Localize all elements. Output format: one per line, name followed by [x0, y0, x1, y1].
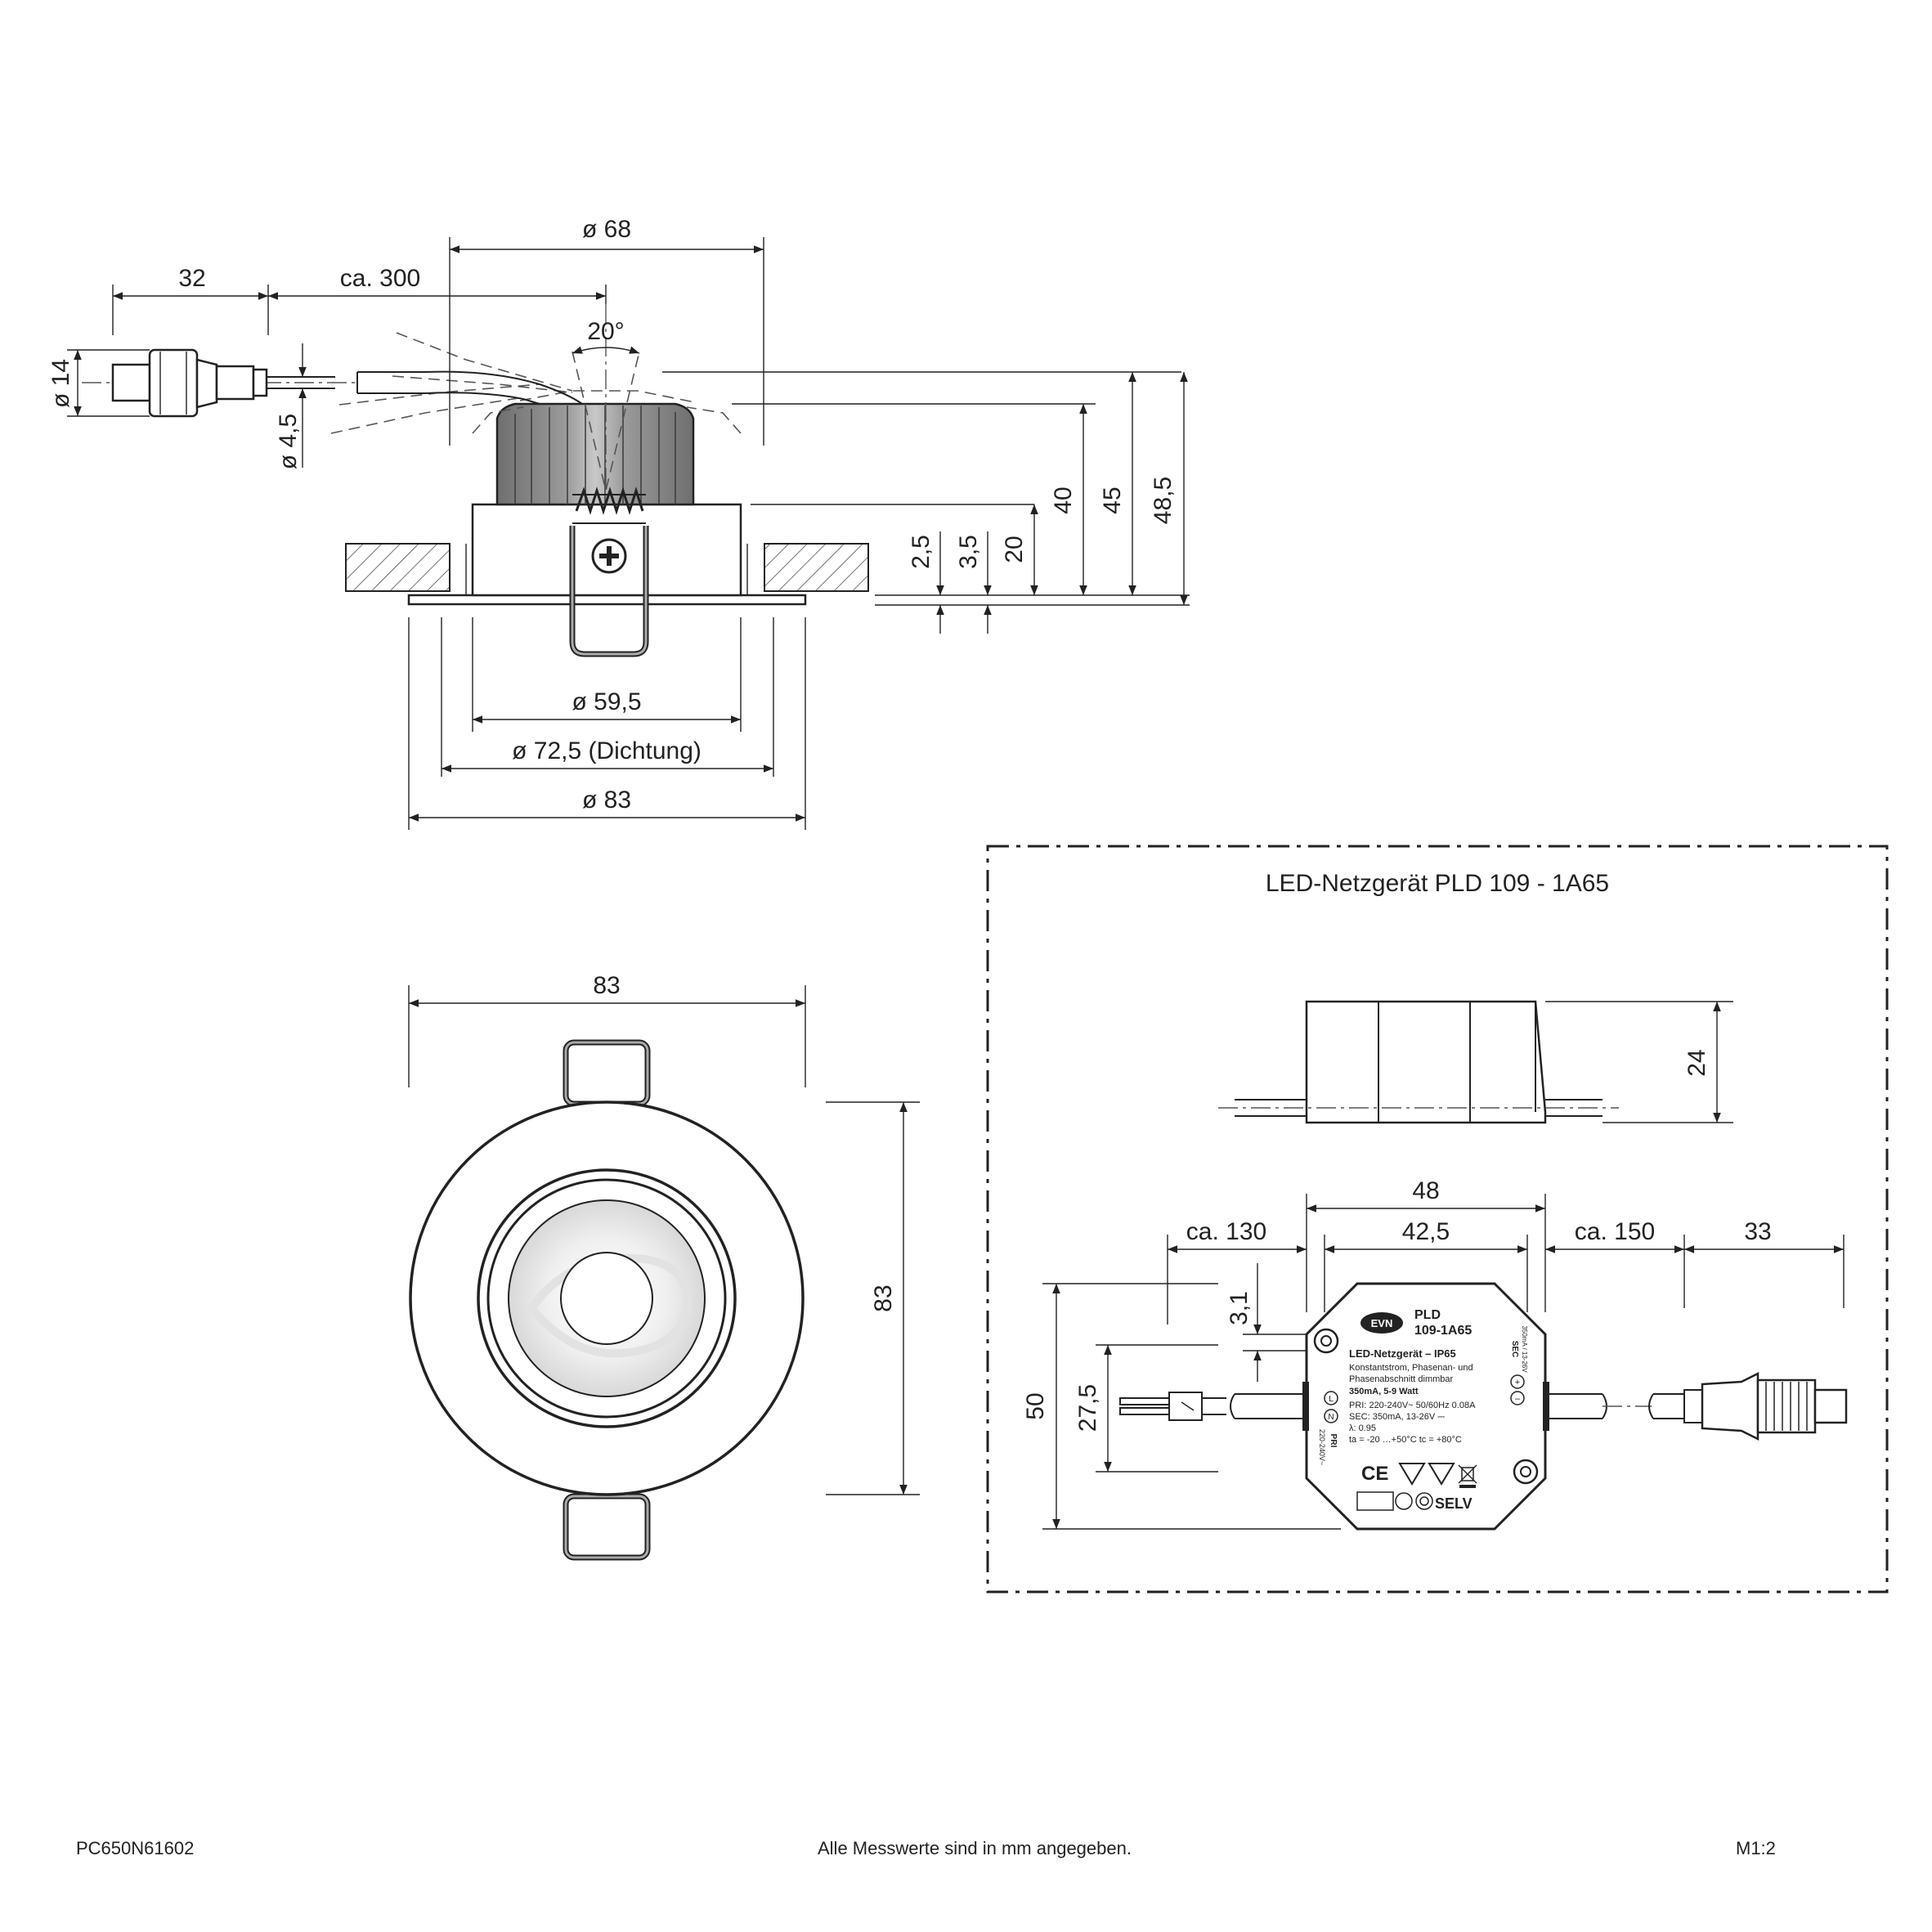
lens-center: [560, 1252, 653, 1345]
dim-driver-ca-150: ca. 150: [1575, 1218, 1655, 1245]
dim-driver-h-3-1: 3,1: [1226, 1291, 1253, 1325]
terminal-l-icon: [1324, 1391, 1338, 1405]
weee-bin-icon: [1461, 1467, 1474, 1481]
label-desc-1: Konstantstrom, Phasenan- und: [1349, 1363, 1473, 1373]
dim-h-40: 40: [1050, 486, 1077, 513]
label-pri: PRI: 220-240V~ 50/60Hz 0.08A: [1349, 1401, 1476, 1410]
dim-h-3-5: 3,5: [955, 535, 982, 569]
svg-text:L: L: [1329, 1395, 1334, 1404]
ceiling-left: [345, 543, 451, 592]
dim-driver-w-42-5: 42,5: [1402, 1218, 1450, 1245]
side-view: ø 68 32 ca. 300 20° ø 14 ø 4,5 40 45: [47, 216, 1190, 830]
terminal-plus-icon: [1510, 1374, 1525, 1389]
driver-side-view: 24: [1218, 1000, 1733, 1124]
dim-top-width-83: 83: [593, 972, 620, 999]
label-pri-volt: 220-240V~: [1318, 1429, 1326, 1465]
dim-dia-14: ø 14: [47, 359, 74, 408]
label-temp: ta = -20 …+50°C tc = +80°C: [1349, 1435, 1462, 1445]
selv-mark: SELV: [1435, 1495, 1473, 1512]
flange: [407, 594, 807, 606]
dim-angle-20: 20°: [587, 318, 624, 345]
heatsink: [495, 402, 695, 506]
dim-h-20: 20: [1001, 536, 1028, 563]
footer-scale: M1:2: [1736, 1838, 1776, 1858]
dim-h-2-5: 2,5: [908, 535, 935, 569]
dim-h-48-5: 48,5: [1150, 477, 1177, 524]
svg-text:EVN: EVN: [1371, 1317, 1393, 1329]
dim-driver-len-33: 33: [1744, 1218, 1771, 1245]
driver-panel: LED-Netzgerät PLD 109 - 1A65 24 48: [986, 845, 1889, 1594]
footer-note: Alle Messwerte sind in mm angegeben.: [818, 1838, 1132, 1858]
dim-driver-h-27-5: 27,5: [1074, 1384, 1101, 1432]
ce-mark: CE: [1361, 1463, 1388, 1485]
svg-text:+: +: [1515, 1378, 1520, 1387]
label-lambda: λ: 0.95: [1349, 1423, 1376, 1433]
label-sec-volt: 350mA / 13-26V: [1521, 1325, 1528, 1373]
dim-len-300: ca. 300: [340, 265, 420, 292]
dim-len-32: 32: [178, 265, 205, 292]
label-pri-side: PRI: [1329, 1434, 1338, 1448]
label-sec: SEC: 350mA, 13-26V ⎓: [1349, 1412, 1445, 1422]
dim-driver-h-50: 50: [1022, 1392, 1049, 1419]
terminal-n-icon: [1324, 1409, 1338, 1423]
evn-logo: [1360, 1312, 1403, 1334]
dim-dia-83: ø 83: [582, 787, 631, 814]
dim-driver-ca-130: ca. 130: [1186, 1218, 1266, 1245]
connector-side: [82, 348, 335, 418]
footer-code: PC650N61602: [76, 1838, 195, 1858]
dim-dia-68: ø 68: [582, 216, 631, 243]
ceiling-right: [764, 543, 869, 592]
label-model-2: 109-1A65: [1414, 1324, 1472, 1338]
svg-text:–: –: [1515, 1394, 1521, 1404]
label-name: LED-Netzgerät – IP65: [1349, 1347, 1456, 1360]
dim-dia-72-5: ø 72,5 (Dichtung): [512, 737, 702, 764]
top-clip-lower: [563, 1493, 651, 1561]
dim-dia-4-5: ø 4,5: [275, 414, 302, 469]
driver-title: LED-Netzgerät PLD 109 - 1A65: [1266, 870, 1609, 897]
dim-driver-h-24: 24: [1683, 1049, 1710, 1076]
top-clip-upper: [563, 1039, 651, 1107]
top-view: 83 83: [408, 972, 920, 1561]
thermal-icon: [1415, 1492, 1433, 1510]
label-desc-2: Phasenabschnitt dimmbar: [1349, 1374, 1454, 1384]
dim-top-height-83: 83: [870, 1284, 897, 1311]
svg-text:N: N: [1328, 1413, 1334, 1422]
output-connector: [1756, 1378, 1817, 1434]
mm-mark-icon: [1398, 1463, 1455, 1486]
dim-dia-59-5: ø 59,5: [572, 688, 641, 715]
label-model-1: PLD: [1414, 1308, 1441, 1322]
dim-driver-w-48: 48: [1412, 1177, 1439, 1204]
spring-clip: [569, 486, 649, 657]
label-power: 350mA, 5-9 Watt: [1349, 1387, 1419, 1396]
dim-h-45: 45: [1099, 486, 1126, 513]
transformer-icon: [1356, 1491, 1394, 1511]
terminal-minus-icon: [1510, 1391, 1525, 1405]
driver-top-view: EVN PLD 109-1A65 LED-Netzgerät – IP65 Ko…: [1119, 1282, 1848, 1531]
driver-frame: [986, 845, 1889, 1594]
class-icon: [1395, 1492, 1413, 1510]
label-sec-side: SEC: [1510, 1341, 1519, 1358]
